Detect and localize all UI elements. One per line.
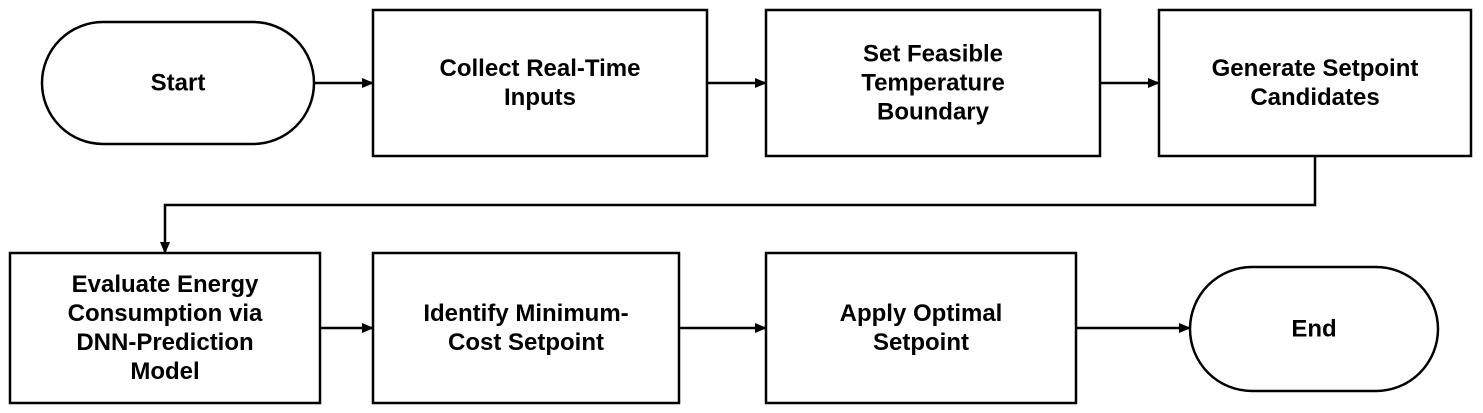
generate-label-line: Candidates — [1250, 84, 1379, 111]
evaluate-label-line: Model — [130, 358, 199, 385]
node-start: Start — [40, 20, 316, 146]
generate-label-line: Generate Setpoint — [1212, 55, 1419, 82]
node-identify: Identify Minimum-Cost Setpoint — [371, 251, 681, 405]
collect-process-box — [371, 8, 709, 158]
generate-process-box — [1157, 8, 1473, 158]
evaluate-label-line: DNN-Prediction — [76, 329, 253, 356]
boundary-label-line: Temperature — [861, 70, 1005, 97]
identify-process-box — [371, 251, 681, 405]
start-label-line: Start — [151, 70, 206, 97]
evaluate-label-line: Consumption via — [68, 300, 263, 327]
collect-label-line: Collect Real-Time — [440, 55, 641, 82]
boundary-label-line: Set Feasible — [863, 41, 1003, 68]
arrow-generate-to-evaluate — [160, 156, 1317, 254]
apply-label-line: Setpoint — [873, 329, 969, 356]
node-end: End — [1188, 265, 1440, 393]
end-label-line: End — [1291, 316, 1336, 343]
identify-label-line: Identify Minimum- — [423, 300, 628, 327]
evaluate-label-line: Evaluate Energy — [72, 271, 259, 298]
start-terminal-shape — [40, 20, 316, 146]
edges-layer — [160, 78, 1317, 333]
evaluate-process-box — [8, 251, 322, 405]
boundary-process-box — [764, 8, 1102, 158]
apply-label-line: Apply Optimal — [840, 300, 1003, 327]
collect-label-line: Inputs — [504, 84, 576, 111]
end-terminal-shape — [1188, 265, 1440, 393]
identify-label-line: Cost Setpoint — [448, 329, 604, 356]
boundary-label-line: Boundary — [877, 99, 990, 126]
apply-process-box — [764, 251, 1078, 405]
